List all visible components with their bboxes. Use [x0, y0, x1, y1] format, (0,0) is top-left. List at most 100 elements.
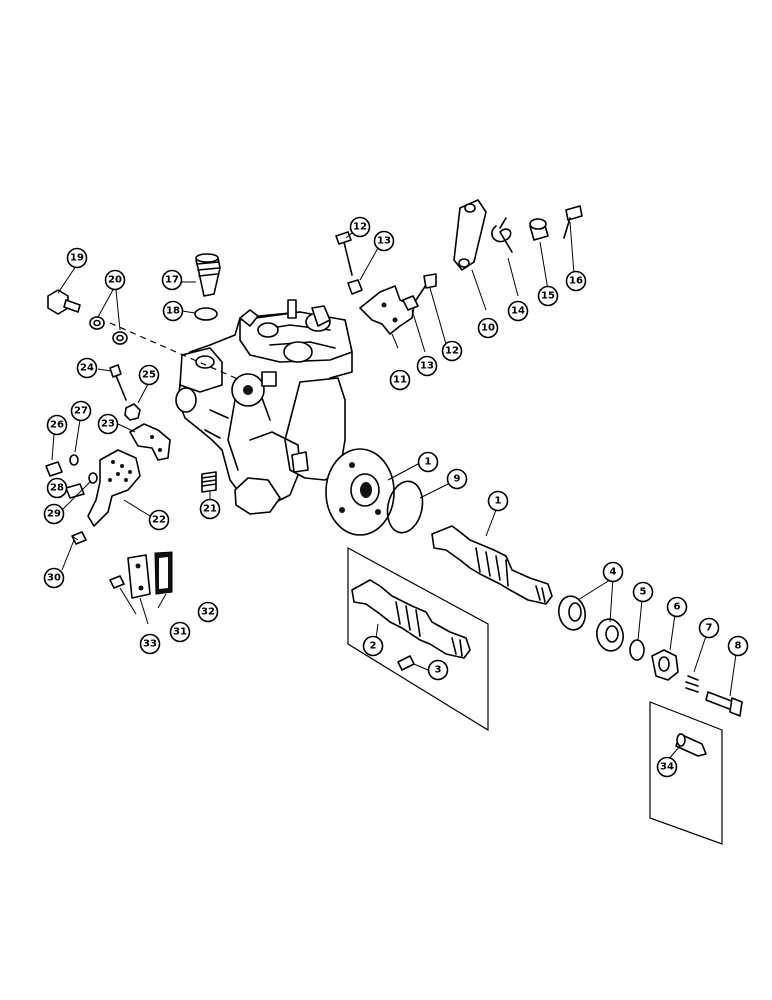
nut-13-lower — [402, 295, 419, 311]
woodruff-key — [397, 655, 415, 671]
svg-text:29: 29 — [47, 509, 61, 520]
callout-24: 24 — [76, 357, 98, 379]
callout-18: 18 — [162, 300, 184, 322]
screw-12-upper — [342, 237, 353, 276]
banjo-bolt — [47, 289, 81, 315]
inset-shaft-alternate — [347, 546, 489, 732]
callout-20: 20 — [104, 269, 126, 291]
callout-15: 15 — [537, 285, 559, 307]
svg-text:20: 20 — [108, 275, 122, 286]
svg-text:10: 10 — [481, 323, 495, 334]
callout-17: 17 — [161, 269, 183, 291]
svg-text:28: 28 — [50, 483, 64, 494]
callout-25: 25 — [138, 364, 160, 386]
screw-16 — [563, 205, 583, 239]
svg-text:13: 13 — [377, 236, 391, 247]
callout-23: 23 — [97, 413, 119, 435]
o-ring-18 — [194, 307, 218, 321]
callout-13b: 13 — [416, 355, 438, 377]
return-spring — [491, 217, 513, 253]
svg-text:21: 21 — [203, 504, 217, 515]
bearing-collars — [558, 595, 624, 652]
callout-16: 16 — [565, 270, 587, 292]
svg-text:8: 8 — [735, 641, 742, 652]
callout-10: 10 — [477, 317, 499, 339]
svg-text:26: 26 — [50, 420, 64, 431]
svg-text:7: 7 — [706, 623, 713, 634]
o-ring-9 — [386, 480, 424, 534]
svg-text:31: 31 — [173, 627, 187, 638]
svg-text:16: 16 — [569, 276, 583, 287]
svg-text:25: 25 — [142, 370, 156, 381]
callout-33: 33 — [139, 633, 161, 655]
svg-text:23: 23 — [101, 419, 115, 430]
svg-text:18: 18 — [166, 306, 180, 317]
svg-text:17: 17 — [165, 275, 179, 286]
screws-small — [45, 461, 87, 545]
callout-1a: 1 — [417, 451, 439, 473]
alignment-line — [109, 322, 241, 381]
callout-7: 7 — [698, 617, 720, 639]
svg-text:22: 22 — [152, 515, 166, 526]
svg-text:34: 34 — [660, 762, 674, 773]
screw-24 — [109, 364, 127, 401]
svg-text:2: 2 — [370, 641, 377, 652]
leader-lines — [51, 221, 737, 761]
snap-ring — [629, 639, 645, 661]
svg-text:12: 12 — [445, 346, 459, 357]
callout-4: 4 — [602, 561, 624, 583]
sealing-washers — [89, 316, 128, 345]
bolt-8 — [705, 691, 743, 717]
callout-21: 21 — [199, 498, 221, 520]
nut-25 — [124, 403, 141, 421]
svg-text:33: 33 — [143, 639, 157, 650]
svg-text:11: 11 — [393, 375, 407, 386]
callout-8: 8 — [727, 635, 749, 657]
throttle-lever — [87, 449, 141, 527]
svg-text:13: 13 — [420, 361, 434, 372]
svg-text:9: 9 — [454, 474, 461, 485]
callout-14: 14 — [507, 300, 529, 322]
extra-leaders — [59, 491, 75, 571]
svg-text:19: 19 — [70, 253, 84, 264]
svg-text:1: 1 — [425, 457, 432, 468]
screw-33 — [109, 575, 125, 589]
callout-5: 5 — [632, 581, 654, 603]
svg-text:24: 24 — [80, 363, 94, 374]
small-spring — [685, 675, 699, 693]
callout-26: 26 — [46, 414, 68, 436]
bushing-15 — [529, 218, 549, 241]
callout-34: 34 — [656, 756, 678, 778]
callout-30: 30 — [43, 567, 65, 589]
svg-text:30: 30 — [47, 573, 61, 584]
callout-9: 9 — [446, 468, 468, 490]
svg-text:12: 12 — [353, 222, 367, 233]
callout-12a: 12 — [349, 216, 371, 238]
ring-27 — [69, 454, 79, 466]
svg-text:14: 14 — [511, 306, 525, 317]
callout-12b: 12 — [441, 340, 463, 362]
inlet-fitting — [195, 253, 221, 297]
cover-plate — [127, 554, 151, 599]
threaded-plug — [201, 471, 217, 493]
callout-31: 31 — [169, 621, 191, 643]
svg-text:3: 3 — [435, 665, 442, 676]
screw-12-lower — [415, 284, 427, 301]
callout-22: 22 — [148, 509, 170, 531]
inset-pin — [649, 701, 723, 845]
shaft-nut — [651, 649, 679, 681]
callout-29: 29 — [43, 503, 65, 525]
bracket-23 — [129, 423, 171, 461]
callout-1b: 1 — [487, 490, 509, 512]
ring-29 — [88, 472, 98, 484]
callout-27: 27 — [70, 400, 92, 422]
svg-text:27: 27 — [74, 406, 88, 417]
injection-pump-body — [175, 299, 395, 536]
callout-19: 19 — [66, 247, 88, 269]
governor-bracket — [359, 285, 415, 335]
callout-13a: 13 — [373, 230, 395, 252]
callout-32: 32 — [197, 601, 219, 623]
svg-text:15: 15 — [541, 291, 555, 302]
